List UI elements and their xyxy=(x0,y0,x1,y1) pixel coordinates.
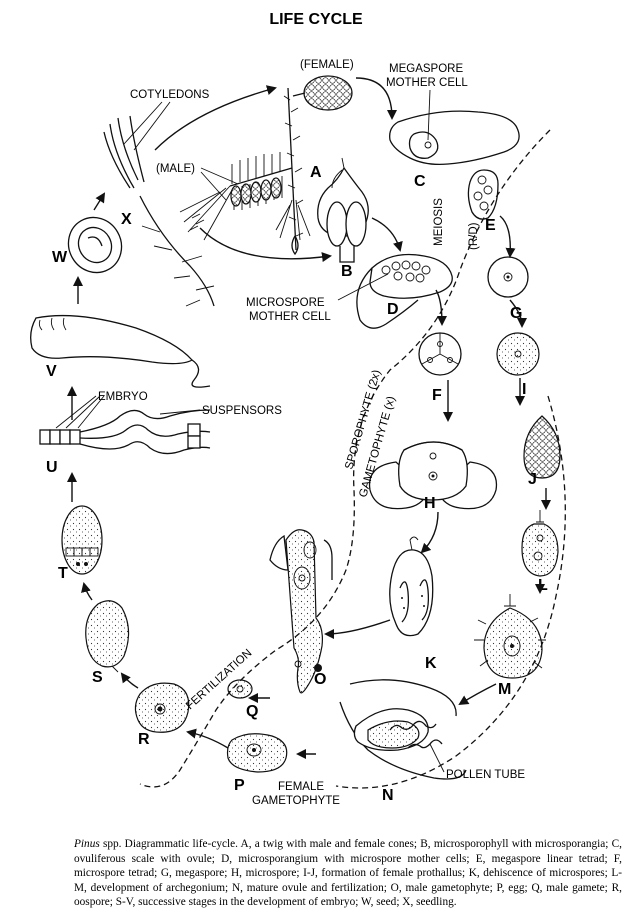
label-microspore: MICROSPORE xyxy=(246,297,325,309)
stage-b-microsporophyll xyxy=(318,158,369,262)
stage-label-c: C xyxy=(414,173,426,190)
stage-label-p: P xyxy=(234,777,245,794)
stage-label-f: F xyxy=(432,387,442,404)
stage-t-embryo xyxy=(62,506,102,574)
stage-f-microspore-tetrad xyxy=(419,333,461,375)
stage-s-embryo xyxy=(86,601,129,672)
stage-l-archegonium xyxy=(522,510,558,576)
label-megaspore: MEGASPORE xyxy=(389,63,463,75)
label-suspensors: SUSPENSORS xyxy=(202,405,282,417)
stage-i-female-prothallus xyxy=(497,333,539,375)
female-cone xyxy=(304,76,352,110)
stage-j-prothallus xyxy=(524,416,560,478)
label-microspore-mother-cell: MOTHER CELL xyxy=(249,311,331,323)
caption-genus: Pinus xyxy=(74,838,100,850)
figure-caption: Pinus spp. Diagrammatic life-cycle. A, a… xyxy=(74,837,622,909)
stage-label-t: T xyxy=(58,565,68,582)
label-megaspore-mother-cell: MOTHER CELL xyxy=(386,77,468,89)
stage-label-i: I xyxy=(522,381,526,398)
stage-label-j: J xyxy=(528,471,537,488)
stage-label-b: B xyxy=(341,263,353,280)
stage-v-embryo xyxy=(31,316,210,388)
stage-r-oospore xyxy=(135,683,188,732)
stage-label-h: H xyxy=(424,495,436,512)
stage-m-mature-archegonium xyxy=(474,594,546,678)
stage-p-egg xyxy=(228,734,287,772)
label-fertilization: FERTILIZATION xyxy=(184,647,254,712)
male-cones xyxy=(231,178,281,206)
stage-label-s: S xyxy=(92,669,103,686)
stage-e-megaspore-tetrad xyxy=(468,170,498,219)
label-female: FEMALE xyxy=(278,781,324,793)
stage-label-n: N xyxy=(382,787,394,804)
stage-g-megaspore xyxy=(488,257,528,297)
stage-u-suspensors xyxy=(40,410,210,454)
label-male: (MALE) xyxy=(156,163,195,175)
label-meiosis: MEIOSIS xyxy=(433,198,445,246)
label-cotyledons: COTYLEDONS xyxy=(130,89,210,101)
stage-label-d: D xyxy=(387,301,399,318)
stage-c-ovuliferous-scale xyxy=(390,111,519,164)
stage-label-x: X xyxy=(121,211,132,228)
stage-label-w: W xyxy=(52,249,68,266)
label-pollen-tube: POLLEN TUBE xyxy=(446,769,525,781)
caption-text: spp. Diagrammatic life-cycle. A, a twig … xyxy=(74,838,622,908)
stage-label-k: K xyxy=(425,655,437,672)
stage-label-v: V xyxy=(46,363,57,380)
diagram-title: LIFE CYCLE xyxy=(269,11,363,28)
stage-d-microsporangium xyxy=(357,255,452,329)
stage-n-mature-ovule xyxy=(340,680,466,779)
stage-label-a: A xyxy=(310,164,322,181)
label-embryo: EMBRYO xyxy=(98,391,148,403)
stage-label-u: U xyxy=(46,459,58,476)
label-gametophyte: GAMETOPHYTE xyxy=(252,795,340,807)
stage-q-male-gamete xyxy=(228,680,252,698)
stage-o-male-gametophyte xyxy=(270,530,332,693)
stage-label-r: R xyxy=(138,731,150,748)
stage-label-o: O xyxy=(314,671,326,688)
stage-k-dehiscence xyxy=(390,537,433,636)
label-female: (FEMALE) xyxy=(300,59,354,71)
stage-label-e: E xyxy=(485,217,496,234)
stage-label-q: Q xyxy=(246,703,258,720)
stage-label-m: M xyxy=(498,681,511,698)
